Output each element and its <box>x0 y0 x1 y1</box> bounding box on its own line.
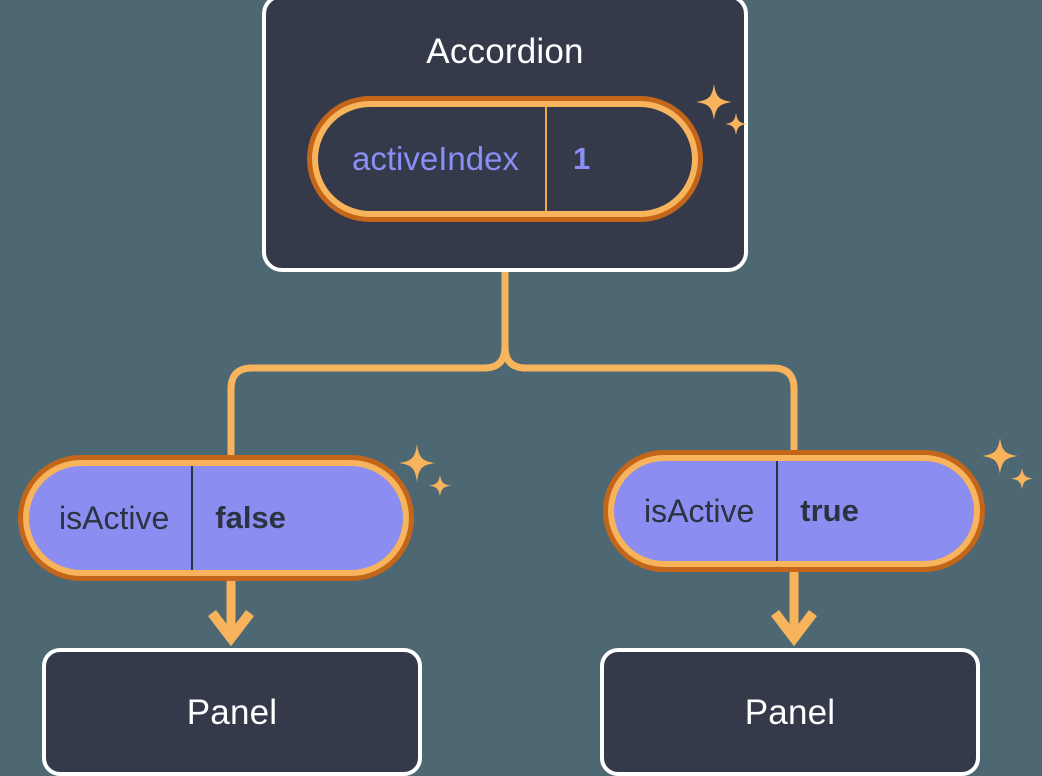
arrowhead-left-icon <box>208 609 254 647</box>
sparkle-icon <box>1011 468 1033 490</box>
prop-value-isactive-right: true <box>800 493 859 528</box>
component-title-panel-right: Panel <box>744 693 836 732</box>
sparkle-icon <box>982 438 1018 474</box>
prop-key-isactive-left: isActive <box>59 499 170 536</box>
component-node-panel-right[interactable]: Panel <box>600 648 980 776</box>
state-pill-isactive-true[interactable]: isActive true <box>603 450 985 572</box>
pill-divider <box>544 107 547 211</box>
connector-root-to-branch-right <box>501 268 798 454</box>
component-node-panel-left[interactable]: Panel <box>42 648 422 776</box>
component-title-accordion: Accordion <box>426 32 584 71</box>
state-key-activeindex: activeIndex <box>352 140 519 177</box>
state-value-activeindex: 1 <box>572 141 591 176</box>
state-pill-activeindex[interactable]: activeIndex 1 <box>307 96 703 222</box>
connector-root-to-branches <box>227 268 509 459</box>
prop-key-isactive-right: isActive <box>644 492 755 529</box>
pill-body: activeIndex 1 <box>318 107 692 211</box>
prop-value-isactive-left: false <box>215 500 286 535</box>
pill-divider <box>776 461 779 561</box>
sparkle-decoration-right <box>982 438 1042 500</box>
component-title-panel-left: Panel <box>186 693 278 732</box>
pill-body: isActive true <box>614 461 974 561</box>
sparkle-icon <box>429 475 451 497</box>
state-pill-isactive-false[interactable]: isActive false <box>18 455 414 581</box>
pill-body: isActive false <box>29 466 403 570</box>
pill-divider <box>191 466 194 570</box>
arrowhead-right-icon <box>771 609 817 647</box>
sparkle-icon <box>399 444 435 482</box>
